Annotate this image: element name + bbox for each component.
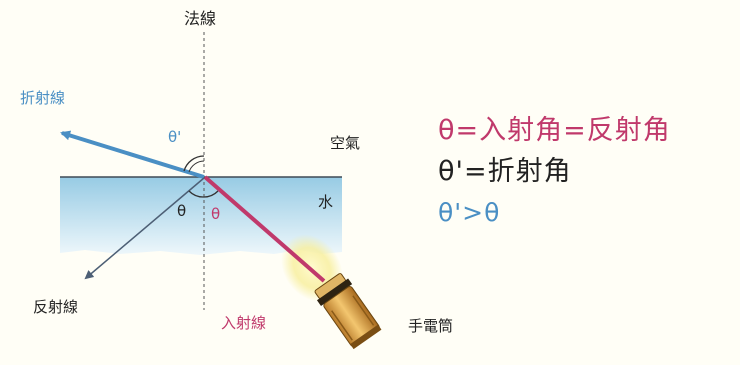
refraction-angle-label: θ'	[168, 128, 181, 146]
reflected-ray	[84, 177, 205, 280]
flashlight-icon	[314, 273, 382, 350]
water-label: 水	[318, 193, 333, 211]
angle-arc-incidence	[203, 190, 219, 198]
flashlight-label: 手電筒	[408, 317, 453, 335]
refracted-ray-label: 折射線	[20, 89, 65, 107]
legend-refraction-angle: θ'=折射角	[438, 156, 572, 187]
legend-angle-compare: θ'>θ	[438, 198, 501, 227]
refracted-ray	[60, 130, 205, 179]
reflection-angle-label: θ	[177, 202, 186, 220]
angle-arc-refraction-inner	[188, 160, 205, 173]
reflected-ray-label: 反射線	[33, 298, 78, 316]
legend-angles-equal: θ=入射角=反射角	[438, 115, 671, 146]
normal-label: 法線	[184, 9, 216, 28]
angle-arc-refraction	[183, 155, 205, 172]
angle-arc-reflection	[188, 190, 205, 198]
air-label: 空氣	[330, 134, 360, 152]
incident-ray	[203, 175, 326, 283]
incidence-angle-label: θ	[211, 205, 220, 223]
incident-ray-label: 入射線	[221, 314, 266, 332]
